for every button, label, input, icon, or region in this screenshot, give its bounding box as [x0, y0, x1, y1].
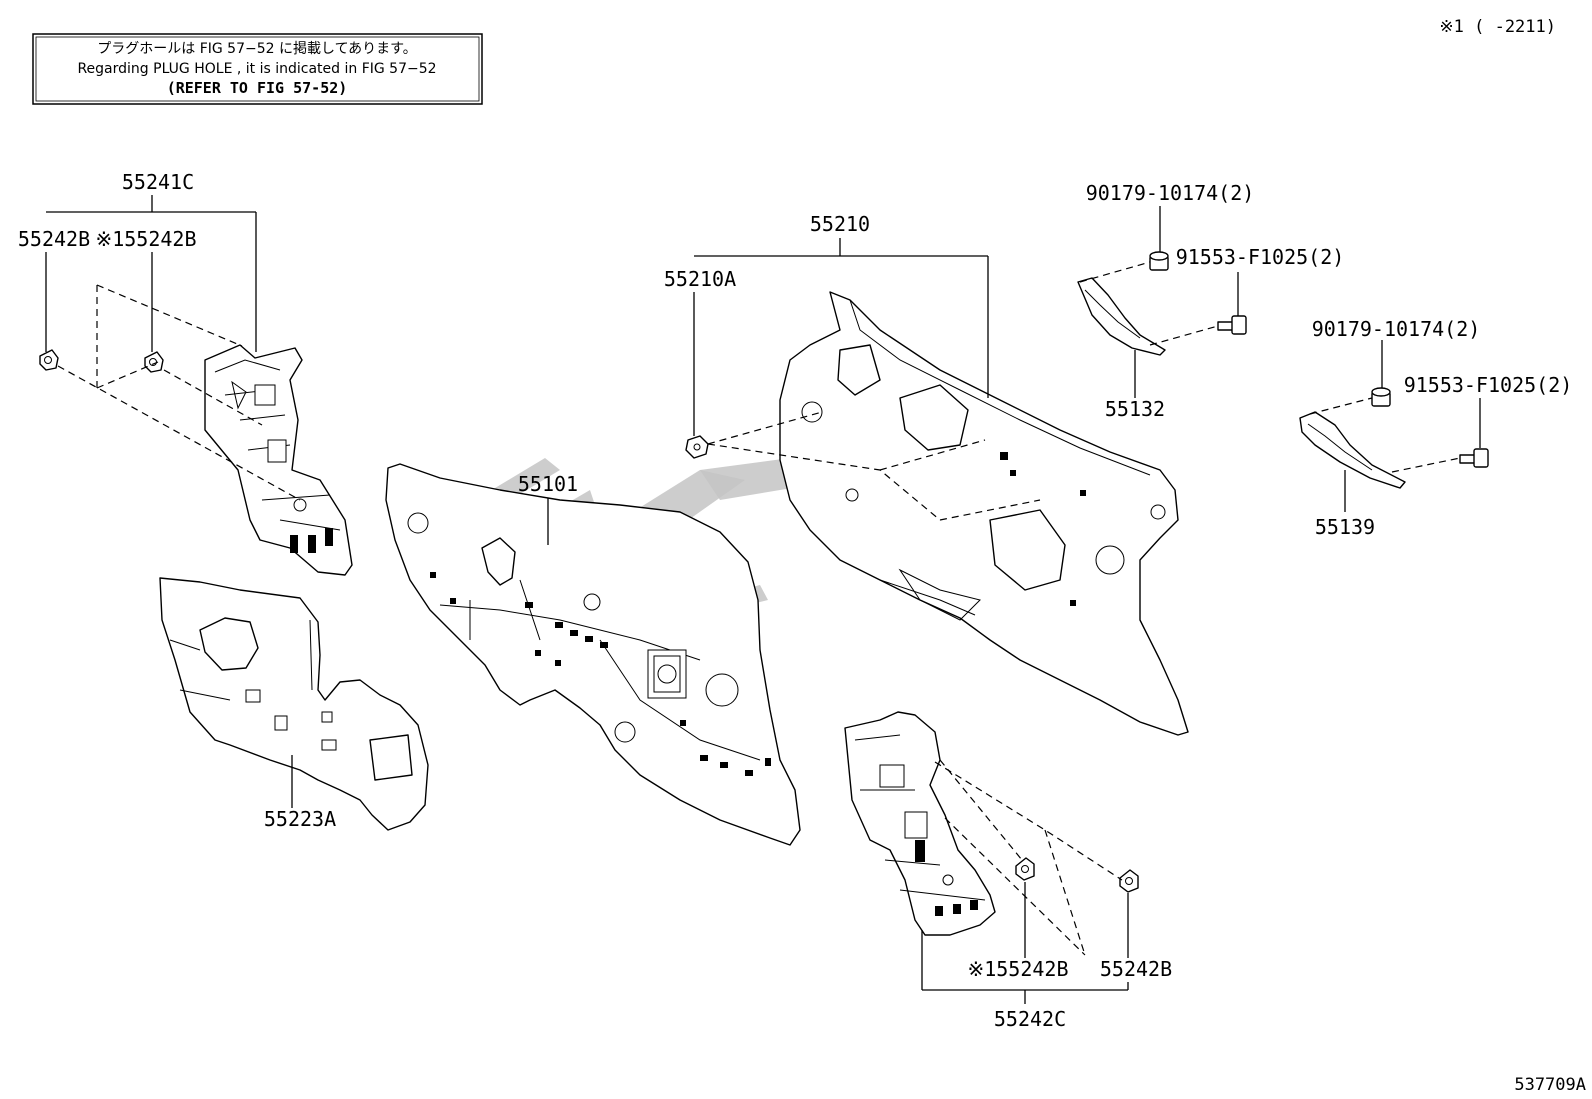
nut-90179-top: [1149, 251, 1169, 271]
figure-id: 537709A: [1514, 1075, 1586, 1095]
label-55242b-bottom-b: 55242B: [1100, 957, 1172, 981]
label-55241c: 55241C: [122, 170, 194, 194]
clip-55242b-left-b: [144, 351, 164, 373]
clip-55210a: [685, 435, 709, 459]
label-55101: 55101: [518, 472, 578, 496]
label-55242c: 55242C: [994, 1007, 1066, 1031]
label-55132: 55132: [1105, 397, 1165, 421]
clip-55242b-bottom-a: [1015, 857, 1035, 881]
bolt-91553-top: [1217, 315, 1247, 335]
clip-55242b-bottom-b: [1119, 869, 1139, 893]
part-55139-insulator: [1299, 411, 1406, 489]
label-55139: 55139: [1315, 515, 1375, 539]
label-55223a: 55223A: [264, 807, 336, 831]
bolt-91553-right: [1459, 448, 1489, 468]
clip-55242b-left-a: [39, 349, 59, 371]
reference-note-box: プラグホールは FIG 57−52 に掲載してあります。 Regarding P…: [32, 33, 483, 105]
label-91553-right: 91553-F1025(2): [1404, 373, 1573, 397]
part-55101-dash-panel: [385, 463, 801, 846]
label-91553-top: 91553-F1025(2): [1176, 245, 1345, 269]
label-55242b-left-b: ※155242B: [95, 227, 196, 251]
nut-90179-right: [1371, 387, 1391, 407]
part-55210-silencer: [779, 291, 1189, 736]
note-line-en: Regarding PLUG HOLE , it is indicated in…: [77, 61, 436, 77]
note-line-ref: (REFER TO FIG 57-52): [167, 79, 348, 97]
part-55241c-bracket: [204, 344, 353, 576]
label-90179-top: 90179-10174(2): [1086, 181, 1255, 205]
note-line-jp: プラグホールは FIG 57−52 に掲載してあります。: [97, 41, 417, 57]
part-55223a-silencer: [159, 577, 429, 831]
label-55242b-bottom-a: ※155242B: [967, 957, 1068, 981]
corner-note: ※1 ( -2211): [1439, 17, 1556, 37]
part-55101-grommet-cluster: [647, 649, 687, 699]
label-55210a: 55210A: [664, 267, 736, 291]
part-55242c-bracket: [844, 711, 996, 936]
label-55210: 55210: [810, 212, 870, 236]
label-55242b-left-a: 55242B: [18, 227, 90, 251]
label-90179-right: 90179-10174(2): [1312, 317, 1481, 341]
part-55132-insulator: [1077, 277, 1166, 356]
